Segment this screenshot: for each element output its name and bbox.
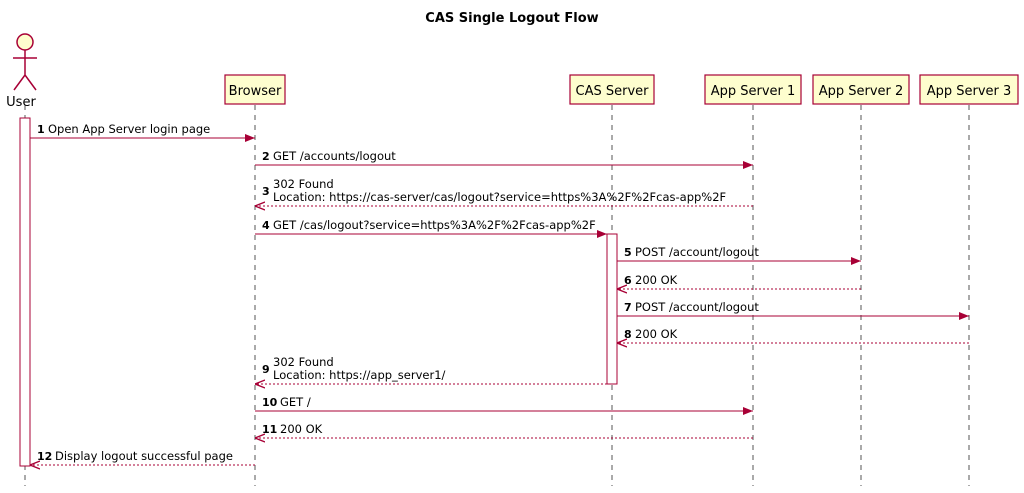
participant-app1: App Server 1 <box>704 74 802 105</box>
actor-user: User <box>6 33 37 110</box>
message-label: GET / <box>280 395 311 409</box>
activation-bars <box>19 117 618 467</box>
message-number: 11 <box>262 423 277 436</box>
message-number: 6 <box>624 274 632 287</box>
participant-box <box>812 74 910 105</box>
actor-head-icon <box>16 33 34 51</box>
message-number: 3 <box>262 185 270 198</box>
participant-cas: CAS Server <box>569 74 655 105</box>
lifelines <box>24 105 970 486</box>
participant-browser: Browser <box>224 74 286 105</box>
activation-cas-server <box>606 233 618 385</box>
message-number: 10 <box>262 396 278 409</box>
message-label: 200 OK <box>635 273 678 287</box>
message-label: Location: https://app_server1/ <box>273 368 446 382</box>
participant-label-app1: App Server 1 <box>711 84 796 99</box>
message-label: GET /accounts/logout <box>273 149 396 163</box>
participant-app3: App Server 3 <box>919 74 1019 105</box>
participant-box <box>569 74 655 105</box>
message-number: 4 <box>262 219 270 232</box>
participant-box <box>224 74 286 105</box>
message-number: 5 <box>624 246 632 259</box>
message-label: POST /account/logout <box>635 300 759 314</box>
participants: User Browser CAS Server App Server 1 App Ser… <box>6 33 1019 110</box>
message-label: Display logout successful page <box>55 449 233 463</box>
message-label: GET /cas/logout?service=https%3A%2F%2Fca… <box>273 218 596 232</box>
diagram-title: CAS Single Logout Flow <box>425 11 598 26</box>
participant-label-app2: App Server 2 <box>819 84 904 99</box>
message-label: POST /account/logout <box>635 245 759 259</box>
message-label: 200 OK <box>280 422 323 436</box>
message-number: 2 <box>262 150 270 163</box>
participant-label-user: User <box>6 95 36 110</box>
participant-box <box>919 74 1019 105</box>
participant-app2: App Server 2 <box>812 74 910 105</box>
message-label: 302 Found <box>273 177 334 191</box>
message-label: 302 Found <box>273 355 334 369</box>
message-number: 12 <box>37 450 52 463</box>
message-number: 7 <box>624 301 632 314</box>
message-number: 1 <box>37 123 45 136</box>
message-number: 9 <box>262 363 270 376</box>
actor-body-icon <box>13 50 37 91</box>
activation-user <box>19 117 31 467</box>
message-label: 200 OK <box>635 327 678 341</box>
message-label: Location: https://cas-server/cas/logout?… <box>273 190 726 204</box>
participant-label-cas: CAS Server <box>576 84 650 99</box>
participant-box <box>704 74 802 105</box>
message-label: Open App Server login page <box>48 122 210 136</box>
message-number: 8 <box>624 328 632 341</box>
participant-label-browser: Browser <box>229 84 282 99</box>
participant-label-app3: App Server 3 <box>927 84 1012 99</box>
